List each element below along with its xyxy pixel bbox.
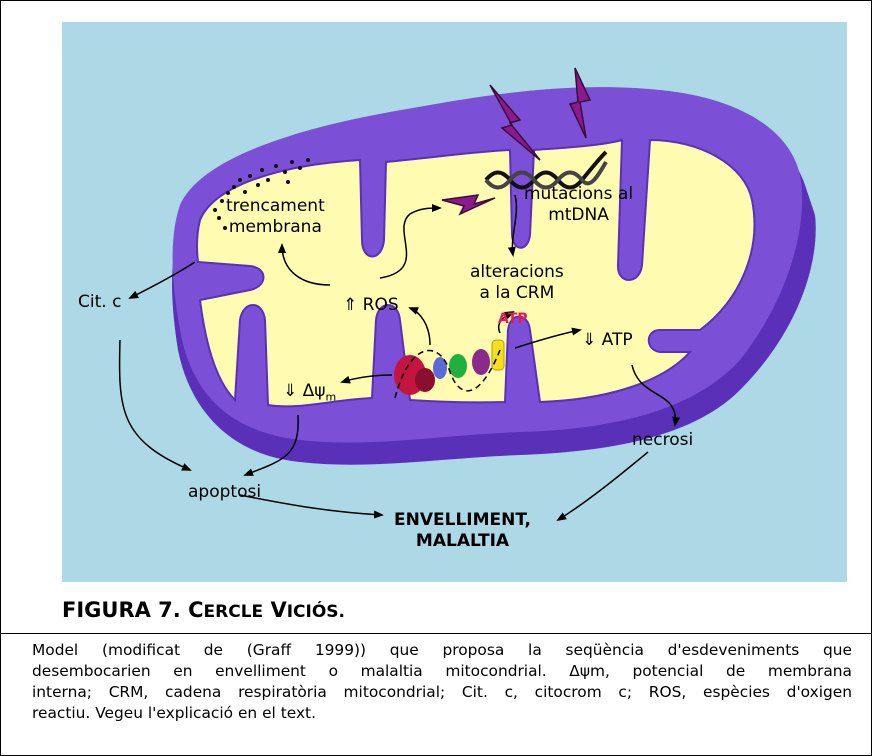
label-atp-produced: ATP xyxy=(498,309,528,330)
label-delta-psi-sub: m xyxy=(326,390,337,403)
figure-number: FIGURA 7. xyxy=(62,598,181,622)
figure-title-c: C xyxy=(188,598,203,622)
caption-line-2: desembocarien en envelliment o malaltia … xyxy=(32,661,852,682)
caption-line-1: Model (modificat de (Graff 1999)) que pr… xyxy=(32,640,852,661)
caption-separator xyxy=(1,633,871,634)
label-cit-c: Cit. c xyxy=(78,292,121,313)
label-trencament-line2: membrana xyxy=(229,217,322,237)
label-mutacions-line1: mutacions al xyxy=(524,184,633,204)
label-alteracions-line2: a la CRM xyxy=(480,283,555,303)
figure-title: FIGURA 7. CERCLE VICIÓS. xyxy=(62,598,345,622)
label-atp-decrease: ⇓ ATP xyxy=(582,330,633,351)
label-trencament-line1: trencament xyxy=(226,196,325,216)
caption-line-3: interna; CRM, cadena respiratòria mitoco… xyxy=(32,682,852,703)
arrow-necrosi-to-envelliment xyxy=(558,452,648,520)
arrow-apoptosi-to-envelliment xyxy=(240,495,382,515)
label-alteracions-line1: alteracions xyxy=(470,262,564,282)
label-envelliment-malaltia: ENVELLIMENT, MALALTIA xyxy=(394,510,531,552)
figure-title-icios: ICIÓS. xyxy=(287,602,345,622)
label-envelliment-line1: ENVELLIMENT, xyxy=(394,510,531,530)
label-delta-psi-main: ⇓ Δψ xyxy=(283,381,326,401)
label-delta-psi: ⇓ Δψm xyxy=(283,381,336,407)
label-mutacions-mtdna: mutacions al mtDNA xyxy=(524,184,633,226)
label-mutacions-line2: mtDNA xyxy=(548,205,609,225)
figure-title-ercle: ERCLE xyxy=(204,602,264,622)
label-necrosi: necrosi xyxy=(632,430,693,451)
arrow-citc-to-apoptosi xyxy=(120,340,190,470)
label-trencament-membrana: trencament membrana xyxy=(226,196,325,238)
figure-caption: Model (modificat de (Graff 1999)) que pr… xyxy=(32,640,852,724)
label-apoptosi: apoptosi xyxy=(188,482,261,503)
label-envelliment-line2: MALALTIA xyxy=(416,531,509,551)
label-ros: ⇑ ROS xyxy=(343,295,399,316)
figure-title-v: V xyxy=(270,598,286,622)
label-alteracions-crm: alteracions a la CRM xyxy=(470,262,564,304)
caption-line-4: reactiu. Vegeu l'explicació en el text. xyxy=(32,703,852,724)
